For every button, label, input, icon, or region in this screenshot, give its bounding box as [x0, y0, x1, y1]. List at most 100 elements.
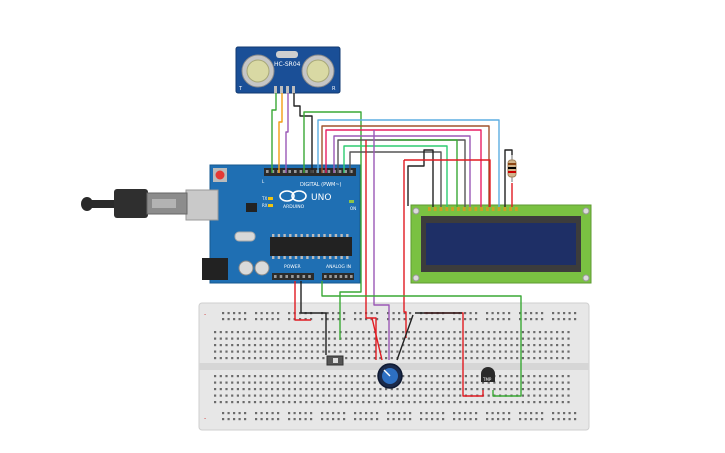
terminal-hole [550, 357, 553, 360]
digital-pin [338, 170, 342, 173]
terminal-hole [265, 350, 268, 353]
terminal-hole [544, 357, 547, 360]
terminal-hole [516, 357, 519, 360]
terminal-hole [282, 331, 285, 334]
rail-hole [222, 412, 225, 415]
terminal-hole [362, 357, 365, 360]
terminal-hole [550, 375, 553, 378]
terminal-hole [544, 375, 547, 378]
rail-hole [332, 412, 335, 415]
terminal-hole [305, 388, 308, 391]
rail-hole [403, 312, 406, 315]
terminal-hole [322, 344, 325, 347]
slide-switch[interactable] [326, 355, 344, 366]
terminal-hole [288, 344, 291, 347]
terminal-hole [527, 337, 530, 340]
reset-button[interactable] [215, 170, 225, 180]
terminal-hole [367, 357, 371, 360]
hc-sr04-sensor[interactable]: HC-SR04 T R [235, 46, 341, 94]
arduino-uno[interactable]: DIGITAL (PWM~) ARDUINO UNO TX RX L ON PO… [185, 164, 361, 284]
terminal-hole [265, 394, 268, 397]
terminal-hole [419, 357, 422, 360]
sensor-pin [274, 86, 277, 94]
terminal-hole [567, 388, 570, 391]
rail-hole [398, 318, 401, 321]
terminal-hole [333, 401, 336, 404]
terminal-hole [373, 337, 376, 340]
terminal-hole [407, 388, 410, 391]
terminal-hole [459, 337, 462, 340]
atmega-legs [272, 234, 349, 259]
lcd-16x2[interactable] [410, 204, 592, 284]
terminal-hole [516, 350, 519, 353]
rail-hole [365, 418, 368, 421]
terminal-hole [499, 401, 502, 404]
terminal-hole [464, 357, 467, 360]
rail-hole [508, 412, 511, 415]
terminal-hole [544, 388, 547, 391]
terminal-hole [305, 344, 308, 347]
rail-hole [409, 312, 412, 315]
rail-hole [436, 412, 439, 415]
terminal-hole [470, 357, 473, 360]
terminal-hole [544, 401, 547, 404]
terminal-hole [339, 344, 342, 347]
terminal-hole [288, 357, 291, 360]
terminal-hole [390, 388, 393, 391]
terminal-hole [396, 388, 399, 391]
terminal-hole [356, 375, 359, 378]
terminal-hole [219, 357, 222, 360]
lcd-pin [445, 207, 449, 211]
terminal-hole [345, 388, 348, 391]
terminal-hole [259, 337, 262, 340]
rail-hole [409, 418, 412, 421]
rail-top-minus: - [204, 311, 206, 318]
terminal-hole [385, 337, 388, 340]
rail-hole [530, 312, 533, 315]
potentiometer[interactable] [377, 363, 403, 389]
rail-hole [337, 412, 340, 415]
terminal-hole [504, 375, 507, 378]
terminal-hole [396, 337, 399, 340]
terminal-hole [259, 357, 262, 360]
analog-header [322, 273, 354, 280]
terminal-hole [447, 375, 450, 378]
rail-hole [502, 418, 505, 421]
temperature-sensor[interactable]: TMP [481, 367, 495, 382]
terminal-hole [544, 394, 547, 397]
terminal-hole [447, 394, 450, 397]
terminal-hole [538, 394, 542, 397]
terminal-hole [271, 401, 274, 404]
terminal-hole [288, 350, 291, 353]
terminal-hole [214, 401, 217, 404]
terminal-hole [550, 394, 553, 397]
terminal-hole [453, 350, 456, 353]
rail-hole [266, 318, 269, 321]
rail-hole [442, 412, 445, 415]
ic-leg [283, 256, 286, 259]
terminal-hole [567, 344, 570, 347]
terminal-hole [419, 401, 422, 404]
sensor-crystal [276, 51, 298, 58]
digital-header-label: DIGITAL (PWM~) [300, 182, 342, 188]
terminal-hole [356, 337, 359, 340]
terminal-hole [464, 401, 467, 404]
terminal-hole [516, 375, 519, 378]
terminal-hole [550, 331, 553, 334]
terminal-hole [288, 375, 291, 378]
analog-pin [334, 275, 337, 278]
terminal-hole [350, 381, 353, 384]
resistor[interactable] [507, 155, 517, 182]
terminal-hole [538, 344, 542, 347]
terminal-hole [356, 344, 359, 347]
terminal-hole [248, 357, 251, 360]
terminal-hole [430, 337, 433, 340]
terminal-hole [379, 357, 382, 360]
rail-hole [403, 418, 406, 421]
terminal-hole [402, 344, 405, 347]
terminal-hole [316, 331, 319, 334]
terminal-hole [459, 401, 462, 404]
terminal-hole [373, 344, 376, 347]
terminal-hole [345, 350, 348, 353]
usb-cable[interactable] [79, 189, 188, 218]
